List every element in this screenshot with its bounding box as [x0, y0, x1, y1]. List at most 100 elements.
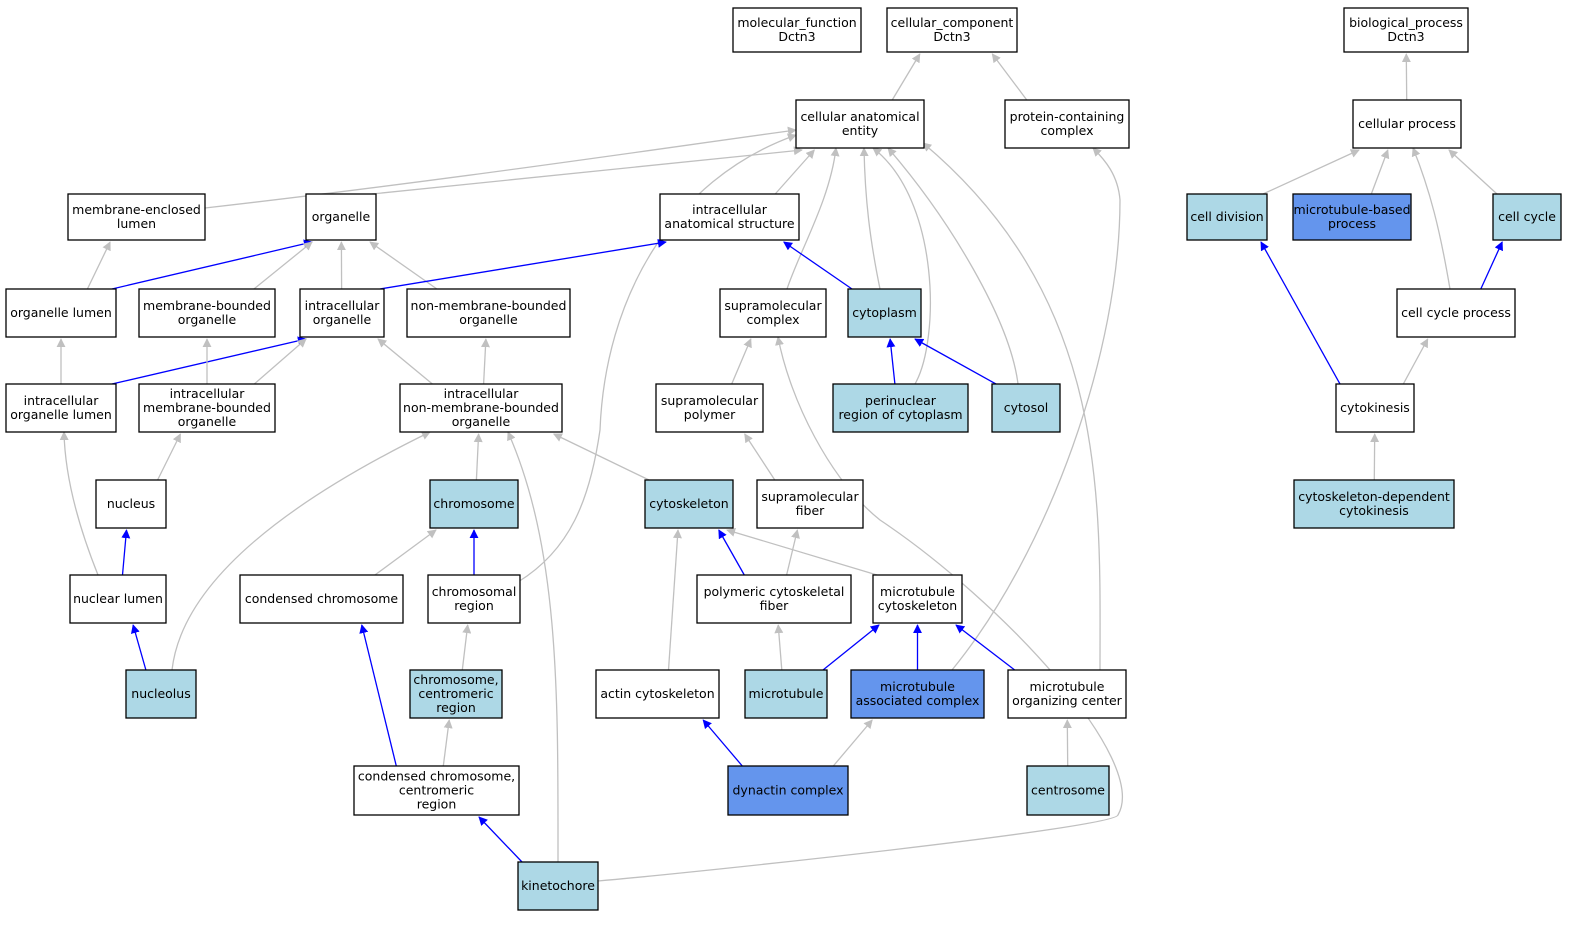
node-nucleus[interactable]: nucleus [95, 479, 167, 529]
node-label: biological_process [1349, 15, 1463, 30]
edge-cae-to-cc [891, 53, 921, 101]
node-kinet[interactable]: kinetochore [517, 861, 599, 911]
node-dynactin[interactable]: dynactin complex [727, 765, 849, 816]
edge-mtac-to-pcc [951, 147, 1121, 671]
node-label: supramolecular [761, 489, 859, 504]
node-orglum[interactable]: organelle lumen [5, 288, 117, 338]
node-box [872, 574, 963, 624]
node-celldiv[interactable]: cell division [1186, 193, 1268, 241]
node-label: cytoskeleton [878, 598, 957, 613]
node-box [138, 383, 276, 433]
node-label: actin cytoskeleton [600, 686, 714, 701]
node-box [125, 669, 197, 719]
node-nuclum[interactable]: nuclear lumen [69, 574, 167, 624]
node-label: intracellular [444, 386, 520, 401]
edge-pcf-to-cytosk [718, 529, 745, 576]
node-nucleolus[interactable]: nucleolus [125, 669, 197, 719]
node-mt[interactable]: microtubule [744, 669, 828, 719]
node-label: condensed chromosome [245, 591, 399, 606]
node-box [299, 288, 385, 338]
edge-cyto-to-ias [783, 241, 853, 290]
node-cytosol[interactable]: cytosol [991, 383, 1061, 433]
node-cytosk[interactable]: cytoskeleton [644, 479, 734, 529]
node-label: cytoskeleton [649, 496, 728, 511]
node-label: microtubule-based [1293, 202, 1410, 217]
node-label: anatomical structure [664, 216, 794, 231]
node-org[interactable]: organelle [305, 193, 377, 241]
node-chrom[interactable]: chromosome [429, 479, 519, 529]
edge-mtcs-to-cytosk [726, 528, 878, 576]
edge-mt-to-pcf [774, 624, 784, 671]
node-box [406, 288, 571, 338]
edge-mt-to-mtcs [822, 624, 880, 671]
node-cyto[interactable]: cytoplasm [847, 288, 922, 338]
node-actin[interactable]: actin cytoskeleton [595, 669, 720, 719]
edge-iol-to-io [111, 336, 307, 385]
node-box [427, 574, 521, 624]
node-box [1004, 99, 1130, 149]
edge-actin-to-cytosk [667, 529, 682, 671]
node-cytokin[interactable]: cytokinesis [1335, 383, 1415, 433]
node-label: supramolecular [661, 393, 759, 408]
node-label: organelle [313, 312, 372, 327]
node-box [1007, 669, 1127, 719]
node-label: dynactin complex [732, 783, 843, 798]
node-label: region of cytoplasm [838, 407, 962, 422]
edge-nucleus-to-imbo [157, 433, 181, 481]
node-box [305, 193, 377, 241]
node-label: microtubule [1030, 679, 1105, 694]
node-box [727, 765, 849, 816]
edge-mtoc-to-cae [922, 142, 1101, 671]
node-label: perinuclear [865, 393, 937, 408]
node-box [744, 669, 828, 719]
node-ccp[interactable]: cell cycle process [1396, 288, 1516, 338]
node-cp[interactable]: cellular process [1352, 99, 1462, 149]
node-label: intracellular [170, 386, 246, 401]
node-box [732, 7, 862, 53]
edge-peri-to-cae [872, 147, 931, 385]
node-box [1396, 288, 1516, 338]
node-box [847, 288, 922, 338]
node-cellcyc[interactable]: cell cycle [1492, 193, 1562, 241]
node-label: molecular_function [737, 15, 856, 30]
node-box [67, 193, 206, 241]
node-label: centromeric [399, 783, 474, 798]
edge-org-to-cae [371, 146, 803, 195]
edge-io-to-ias [379, 238, 667, 290]
node-label: intracellular [24, 393, 100, 408]
edge-mtoc-to-mtcs [955, 624, 1016, 671]
node-inmbo[interactable]: intracellularnon-membrane-boundedorganel… [399, 383, 563, 433]
node-box [1293, 479, 1455, 529]
node-centrosome[interactable]: centrosome [1026, 765, 1110, 816]
node-condch[interactable]: condensed chromosome [239, 574, 404, 624]
node-label: organelle [312, 209, 371, 224]
edge-mel-to-cae [204, 126, 797, 209]
node-label: region [436, 700, 476, 715]
node-box [595, 669, 720, 719]
